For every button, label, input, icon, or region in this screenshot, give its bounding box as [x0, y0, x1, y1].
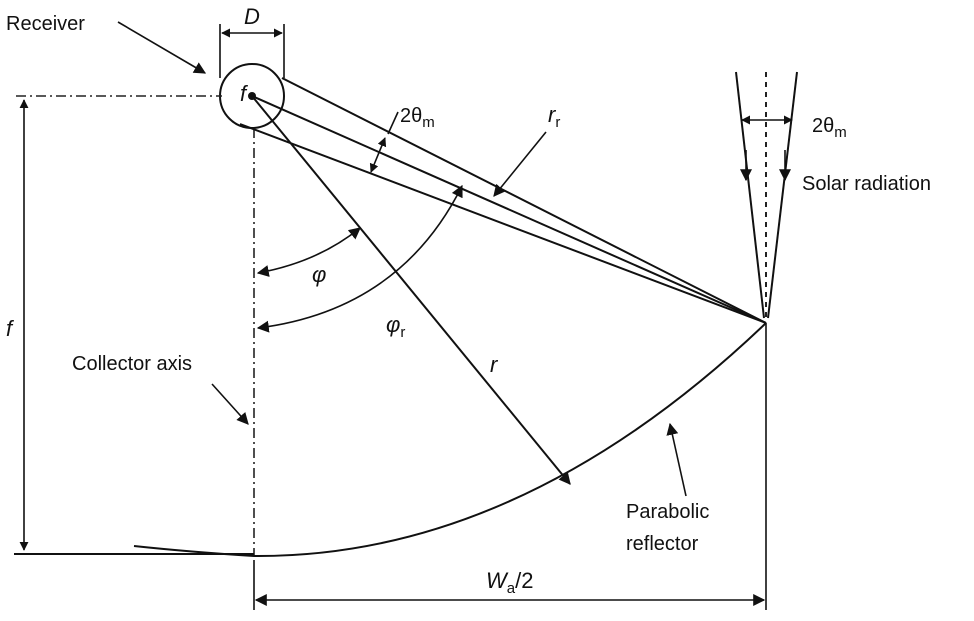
two-theta-right-label: 2θm [812, 115, 847, 141]
parabolic-label: Parabolic [626, 501, 709, 523]
two-theta-left-arc [369, 137, 387, 173]
solar-radiation-label: Solar radiation [802, 173, 931, 195]
receiver-leader-arrow [117, 21, 207, 74]
phi-r-label: φr [386, 312, 405, 341]
rr-label: rr [548, 102, 560, 131]
r-line [251, 95, 571, 485]
wa-label: Wa/2 [486, 568, 533, 597]
r-label: r [490, 352, 499, 377]
phi-arc [256, 227, 361, 277]
two-theta-left-label: 2θm [400, 105, 435, 131]
phi-label: φ [312, 262, 326, 287]
focus-f-label: f [240, 81, 249, 106]
receiver-label: Receiver [6, 13, 85, 35]
reflector-leader-arrow [666, 422, 687, 497]
solar-ray-right [767, 71, 798, 319]
f-height-label: f [6, 316, 15, 341]
ray-upper [281, 77, 767, 324]
d-label: D [244, 4, 260, 29]
phi-r-arc [256, 184, 463, 333]
collector-axis-leader-arrow [211, 383, 249, 425]
two-theta-left-leader [387, 111, 399, 135]
parabolic-reflector-curve [133, 322, 767, 558]
ray-lower [239, 123, 767, 324]
ray-center [251, 95, 767, 324]
solar-ray-left [735, 71, 765, 319]
collector-axis-label: Collector axis [72, 353, 192, 375]
rr-leader-arrow [493, 131, 547, 197]
reflector-label: reflector [626, 533, 699, 555]
